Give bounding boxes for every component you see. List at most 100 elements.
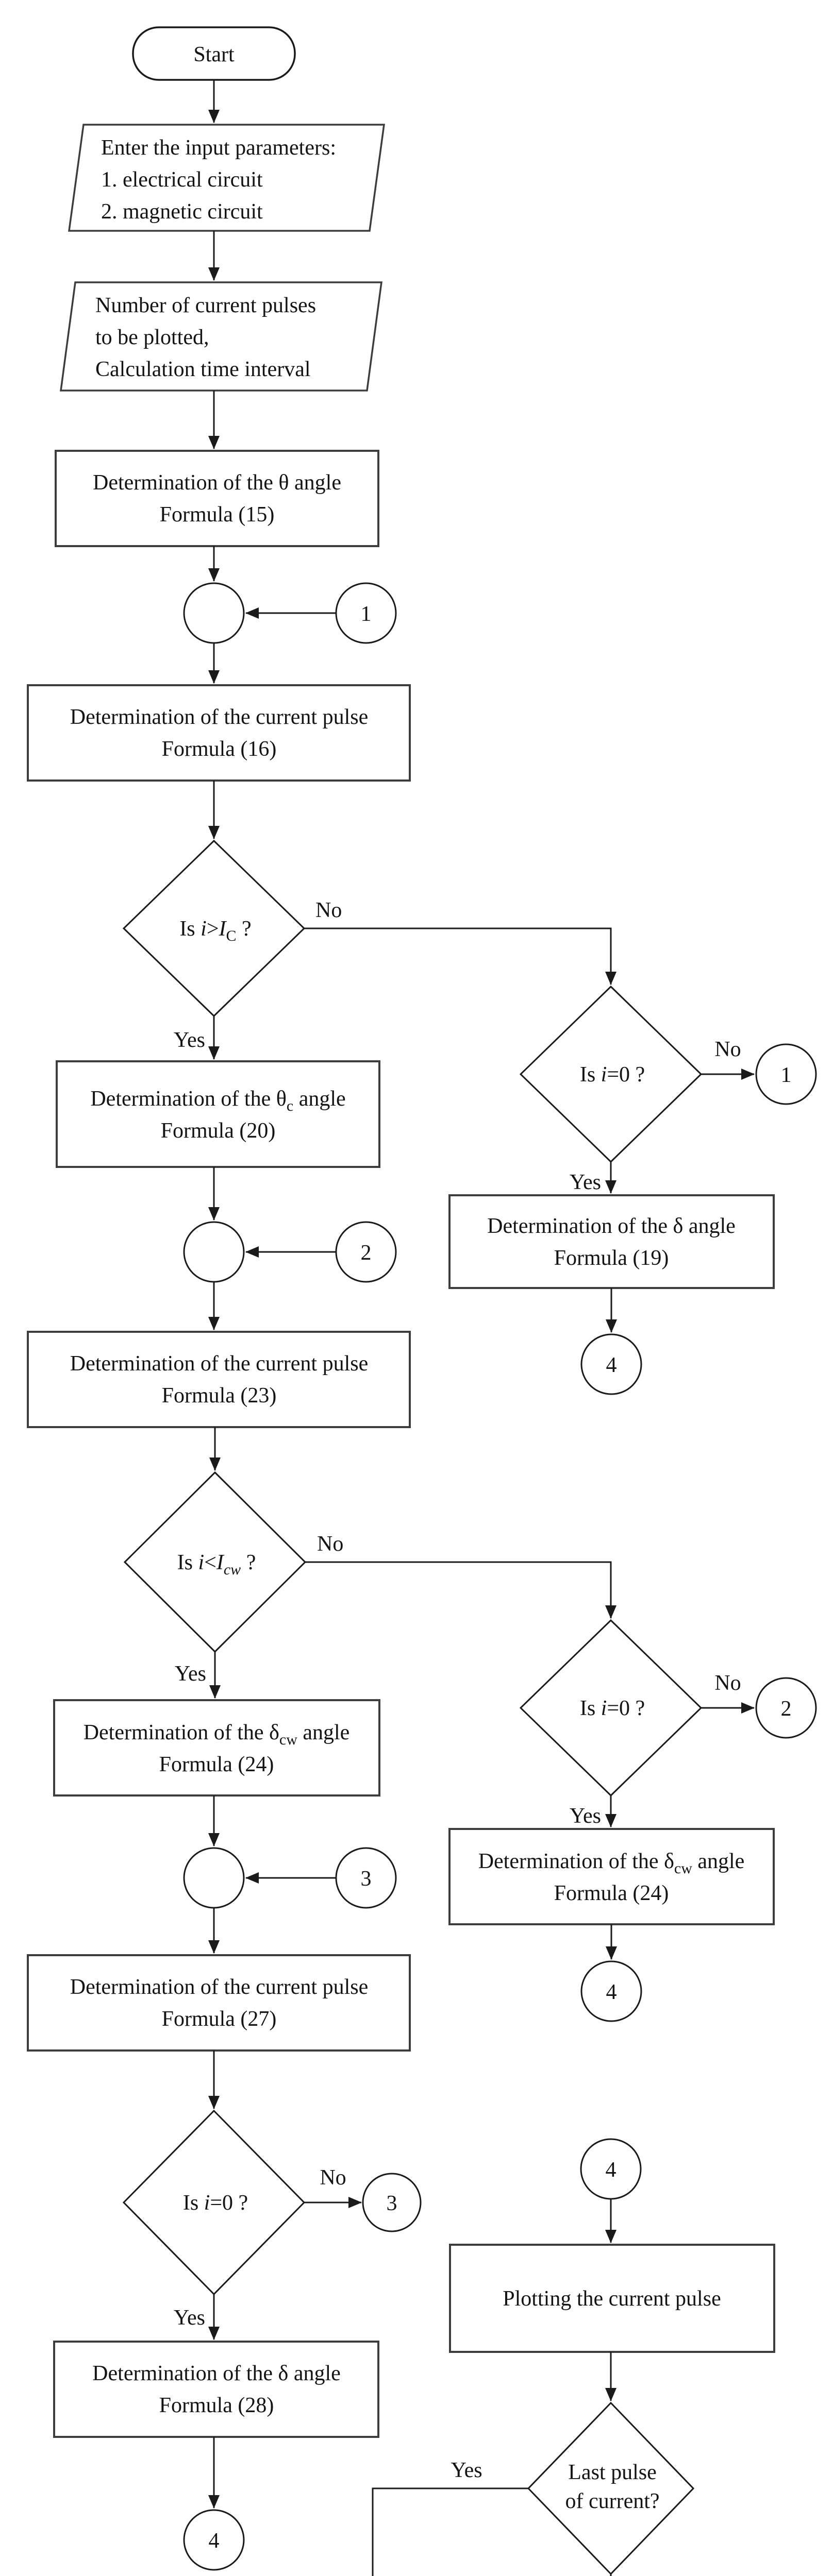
delta-angle-19-line1: Determination of the δ angle [487,1214,736,1238]
pulses-interval-line2: to be plotted, [95,326,209,349]
junction-node-3 [183,1847,245,1909]
theta-angle-shape [55,450,379,547]
decision-last-pulse: Last pulse of current? [527,2401,695,2575]
pulses-interval-line1: Number of current pulses [95,294,316,317]
connector-circle-4-left-label: 4 [209,2529,220,2553]
connector-circle-1-label: 1 [361,602,372,626]
delta-cw-angle-left-shape [53,1699,380,1797]
current-pulse-23-line1: Determination of the current pulse [70,1352,368,1376]
current-pulse-23-formula: Formula (23) [162,1384,277,1408]
theta-c-angle-formula: Formula (20) [161,1119,276,1143]
current-pulse-16-formula: Formula (16) [162,737,277,761]
decision-i-less-icw: Is i<Icw ? [123,1471,307,1653]
decision-last-pulse-shape [527,2401,695,2575]
theta-c-angle-line1: Determination of the θc angle [90,1087,345,1114]
theta-angle-line1: Determination of the θ angle [93,471,341,495]
connector-circle-2-source: 2 [335,1221,397,1283]
connector-circle-1-target-shape [755,1043,817,1105]
delta-cw-angle-right-shape [448,1828,775,1925]
current-pulse-27-box: Determination of the current pulse Formu… [27,1954,411,2052]
connector-circle-4-r1-label: 4 [606,1353,617,1377]
connector-circle-1-target-label: 1 [781,1063,792,1087]
decision-last-pulse-line1: Last pulse [568,2461,656,2484]
decision-i-zero-right-2: Is i=0 ? [519,1619,703,1797]
delta-cw-angle-right-box: Determination of the δcw angle Formula (… [448,1828,775,1925]
current-pulse-27-formula: Formula (27) [162,2007,277,2031]
input-parameters-shape [68,124,386,232]
decision-last-pulse-line2: of current? [565,2489,659,2513]
plotting-label: Plotting the current pulse [503,2287,721,2311]
current-pulse-16-box: Determination of the current pulse Formu… [27,684,411,782]
connector-circle-2-target: 2 [755,1677,817,1739]
yes-label: Yes [175,1662,206,1686]
delta-angle-19-box: Determination of the δ angle Formula (19… [448,1194,775,1289]
delta-angle-19-formula: Formula (19) [554,1246,669,1270]
connector-circle-2-target-shape [755,1677,817,1739]
connector-circle-4-r1: 4 [580,1333,642,1395]
no-label: No [320,2166,346,2190]
delta-angle-28-box: Determination of the δ angle Formula (28… [53,2341,379,2438]
delta-angle-19-shape [448,1194,775,1289]
delta-cw-angle-left-box: Determination of the δcw angle Formula (… [53,1699,380,1797]
start-label: Start [193,43,235,66]
connector-circle-4-r2-label: 4 [606,1980,617,2004]
connector-circle-2-target-label: 2 [781,1697,792,1721]
delta-cw-angle-right-formula: Formula (24) [554,1882,669,1905]
theta-angle-box: Determination of the θ angle Formula (15… [55,450,379,547]
connector-circle-4-left: 4 [183,2509,245,2571]
decision-i-greater-ic: Is i>IC ? [122,839,306,1018]
delta-cw-angle-left-formula: Formula (24) [159,1753,274,1776]
decision-i-zero-left: Is i=0 ? [122,2109,306,2296]
pulses-interval-line3: Calculation time interval [95,358,311,381]
connector-circle-3-target-shape [362,2173,422,2232]
connector-circle-4-entry-label: 4 [606,2158,617,2182]
no-label: No [315,899,342,922]
connector-circle-3-source: 3 [335,1847,397,1909]
no-label: No [714,1671,741,1695]
connector-circle-1-target: 1 [755,1043,817,1105]
delta-angle-28-shape [53,2341,379,2438]
current-pulse-16-line1: Determination of the current pulse [70,705,368,729]
connector-circle-4-entry: 4 [580,2138,642,2200]
decision-i-zero-right-1: Is i=0 ? [519,985,703,1163]
connector-circle-4-r2: 4 [580,1960,642,2022]
decision-i-zero-right-1-label: Is i=0 ? [580,1063,645,1087]
current-pulse-23-box: Determination of the current pulse Formu… [27,1331,411,1428]
theta-c-angle-box: Determination of the θc angle Formula (2… [56,1060,380,1168]
plotting-shape [449,2244,775,2353]
connector-circle-3-label: 3 [361,1867,372,1891]
connector-circle-2-label: 2 [361,1241,372,1265]
decision-i-zero-left-label: Is i=0 ? [183,2191,248,2215]
flow-arrow-no-branch-2 [305,1561,617,1619]
current-pulse-16-shape [27,684,411,782]
connector-circle-1-source: 1 [335,582,397,644]
yes-label: Yes [570,1804,601,1828]
flow-arrow-no-branch-1 [304,927,617,985]
pulses-interval-parallelogram: Number of current pulses to be plotted, … [60,281,382,392]
decision-i-less-icw-label: Is i<Icw ? [177,1551,256,1578]
decision-i-greater-ic-label: Is i>IC ? [179,917,251,944]
yes-label: Yes [451,2459,482,2482]
connector-circle-3-target: 3 [362,2173,422,2232]
junction-node-1 [183,582,245,644]
junction-node-2 [183,1221,245,1283]
yes-label: Yes [570,1171,601,1194]
input-parameters-line2: 1. electrical circuit [101,168,263,192]
delta-angle-28-formula: Formula (28) [159,2394,274,2417]
theta-angle-formula: Formula (15) [160,503,275,527]
plotting-box: Plotting the current pulse [449,2244,775,2353]
current-pulse-27-shape [27,1954,411,2052]
no-label: No [317,1532,343,1556]
pulses-interval-shape [60,281,382,392]
yes-label: Yes [174,1028,205,1052]
input-parameters-parallelogram: Enter the input parameters: 1. electrica… [68,124,386,232]
connector-circle-4-r1-shape [580,1333,642,1395]
flow-arrow-yes-to-end [372,2487,528,2576]
no-label: No [714,1038,741,1061]
input-parameters-line3: 2. magnetic circuit [101,200,263,224]
connector-circle-4-left-shape [183,2509,245,2571]
current-pulse-27-line1: Determination of the current pulse [70,1975,368,1999]
delta-cw-angle-right-line1: Determination of the δcw angle [478,1850,745,1877]
